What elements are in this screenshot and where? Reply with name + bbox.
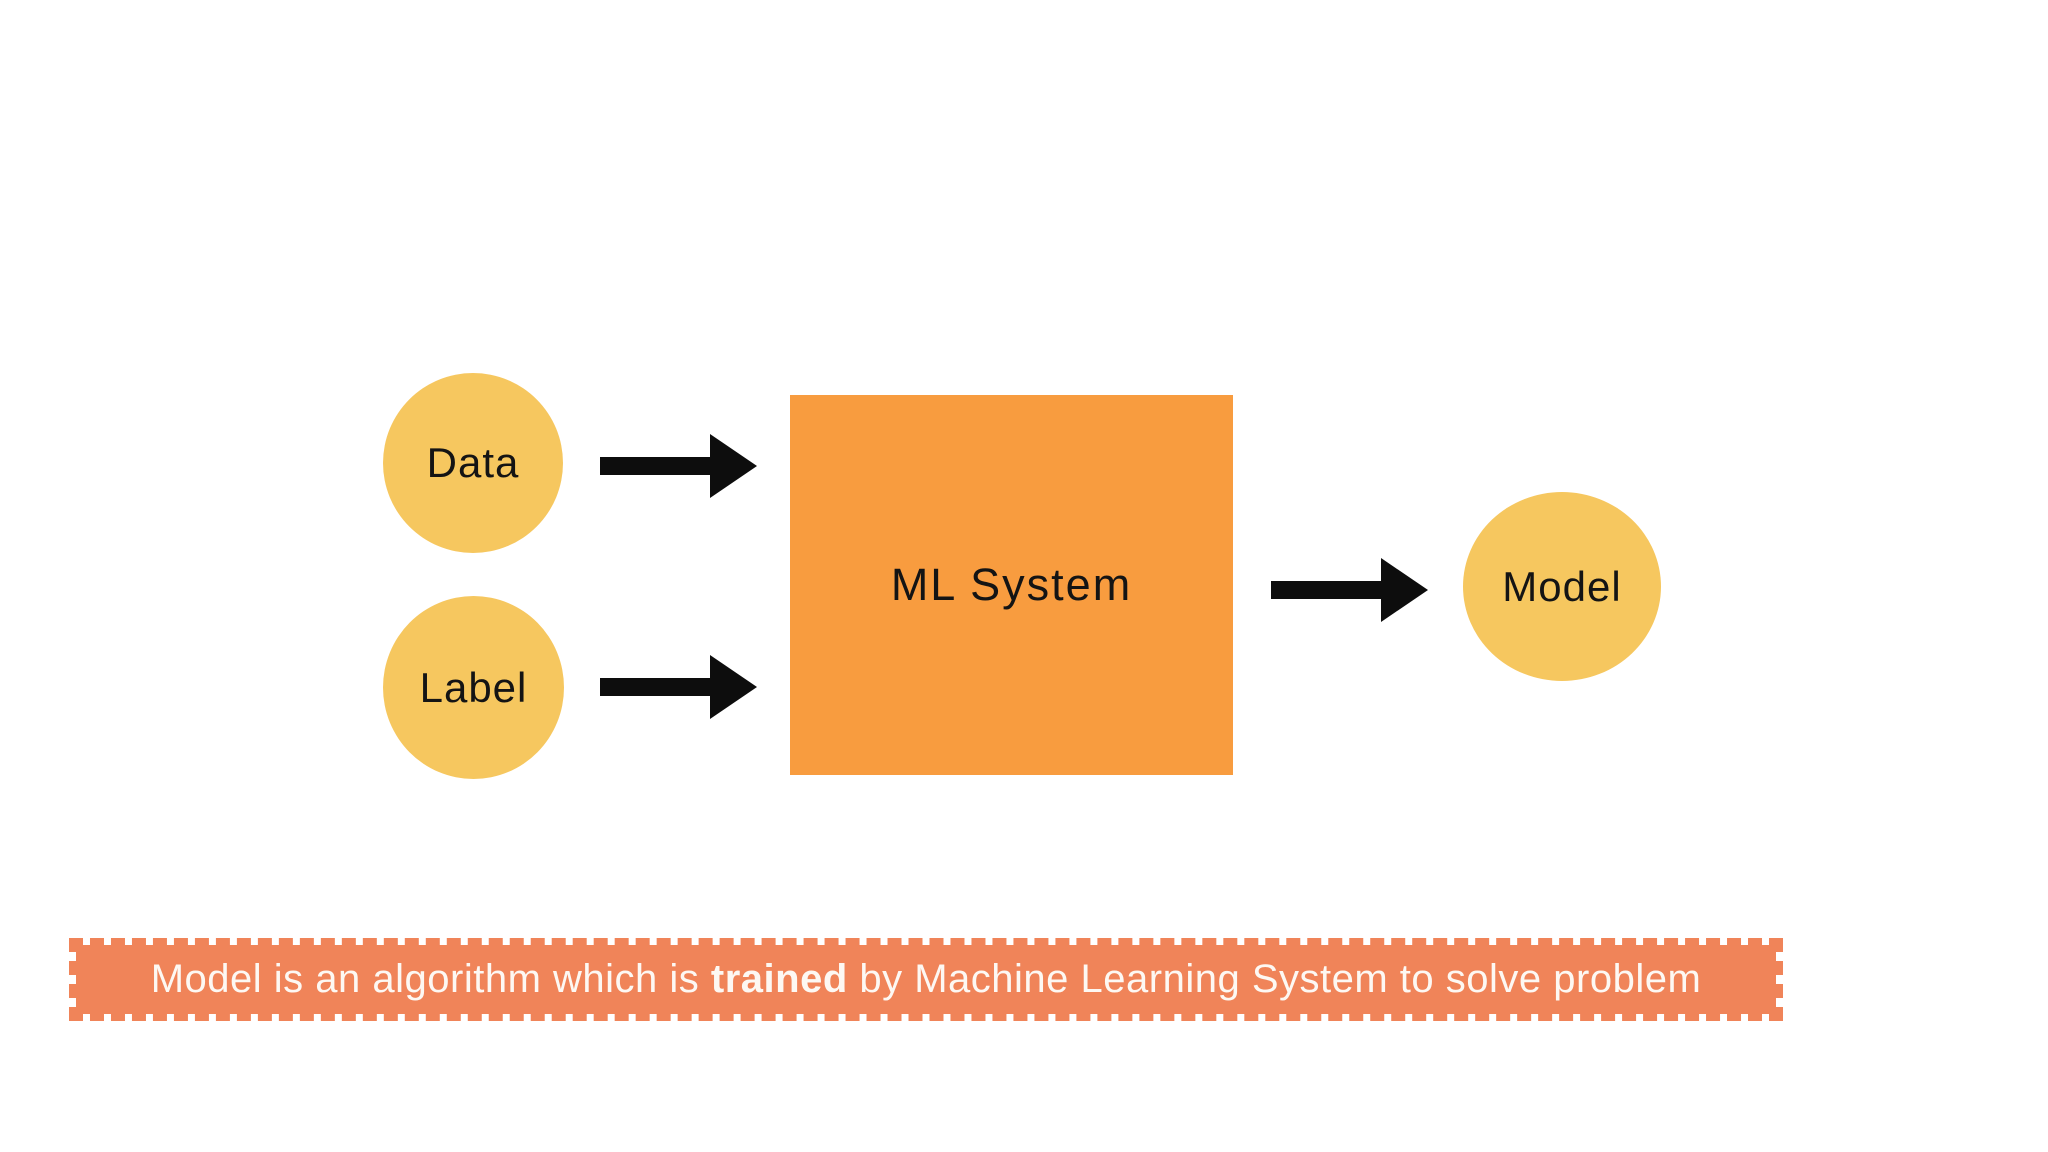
node-model: Model	[1463, 492, 1661, 681]
node-label: Label	[383, 596, 564, 779]
node-data: Data	[383, 373, 563, 553]
caption-banner: Model is an algorithm which is trained b…	[69, 938, 1783, 1021]
node-ml-system: ML System	[790, 395, 1233, 775]
node-ml-system-label: ML System	[890, 559, 1133, 610]
caption-text-highlight: trained	[710, 957, 848, 1001]
node-model-label: Model	[1502, 562, 1622, 610]
arrow-shaft	[600, 457, 710, 475]
arrow-shaft	[1271, 581, 1381, 599]
arrow-data-to-mlsystem	[600, 434, 757, 498]
node-data-label: Data	[426, 439, 520, 486]
arrow-head-icon	[1381, 558, 1428, 622]
arrow-mlsystem-to-model	[1271, 558, 1428, 622]
arrow-label-to-mlsystem	[600, 655, 757, 719]
caption-text-suffix: by Machine Learning System to solve prob…	[847, 957, 1702, 1001]
arrow-head-icon	[710, 434, 757, 498]
caption-text-prefix: Model is an algorithm which is	[150, 957, 711, 1001]
arrow-head-icon	[710, 655, 757, 719]
node-label-label: Label	[419, 663, 528, 711]
arrow-shaft	[600, 678, 710, 696]
